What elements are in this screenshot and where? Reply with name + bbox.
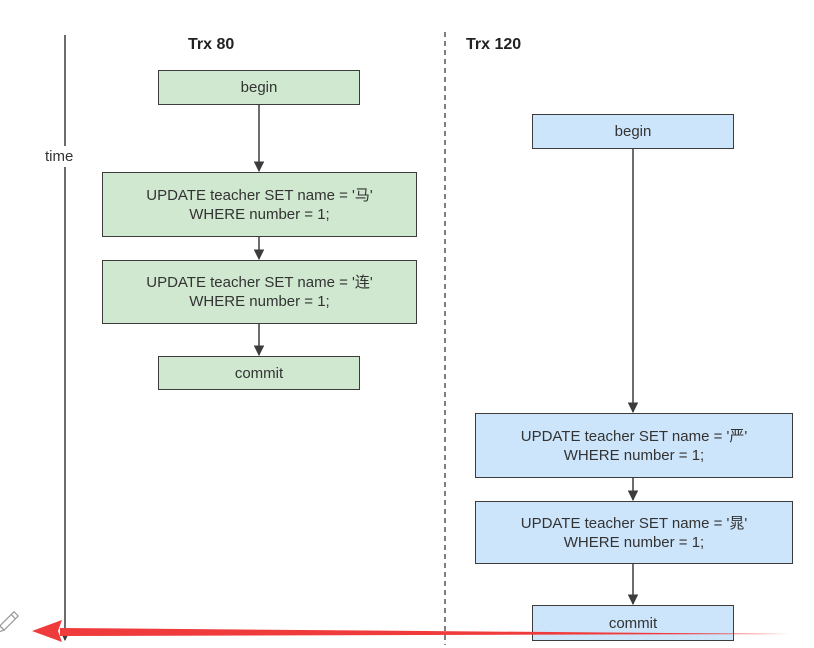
time-axis-label: time [45,146,74,167]
trx120-title: Trx 120 [466,36,522,53]
trx120-update2-line1: UPDATE teacher SET name = '晁' [520,514,748,532]
trx120-update1-box: UPDATE teacher SET name = '严' WHERE numb… [475,413,793,478]
red-annotation-arrow[interactable] [60,628,790,636]
trx80-commit-label: commit [234,364,284,382]
trx80-begin-box: begin [158,70,360,105]
red-annotation-arrowhead [32,620,62,642]
trx120-commit-label: commit [608,614,658,632]
trx80-update2-line1: UPDATE teacher SET name = '连' [146,274,373,291]
trx80-update1-box: UPDATE teacher SET name = '马' WHERE numb… [102,172,417,237]
trx80-update2-line2: WHERE number = 1; [189,293,330,310]
trx80-update2-box: UPDATE teacher SET name = '连' WHERE numb… [102,260,417,324]
pencil-icon[interactable] [0,610,20,635]
trx120-commit-box: commit [532,605,734,641]
trx120-update1-line1: UPDATE teacher SET name = '严' [520,427,748,445]
trx80-commit-box: commit [158,356,360,390]
trx80-title: Trx 80 [188,36,235,53]
trx80-begin-label: begin [240,79,278,96]
trx120-update2-box: UPDATE teacher SET name = '晁' WHERE numb… [475,501,793,564]
trx80-update1-line1: UPDATE teacher SET name = '马' [146,186,373,204]
trx120-begin-label: begin [614,123,652,140]
trx120-begin-box: begin [532,114,734,149]
trx120-update1-line2: WHERE number = 1; [563,446,705,464]
trx80-update1-line2: WHERE number = 1; [189,205,330,223]
trx120-update2-line2: WHERE number = 1; [563,533,705,551]
